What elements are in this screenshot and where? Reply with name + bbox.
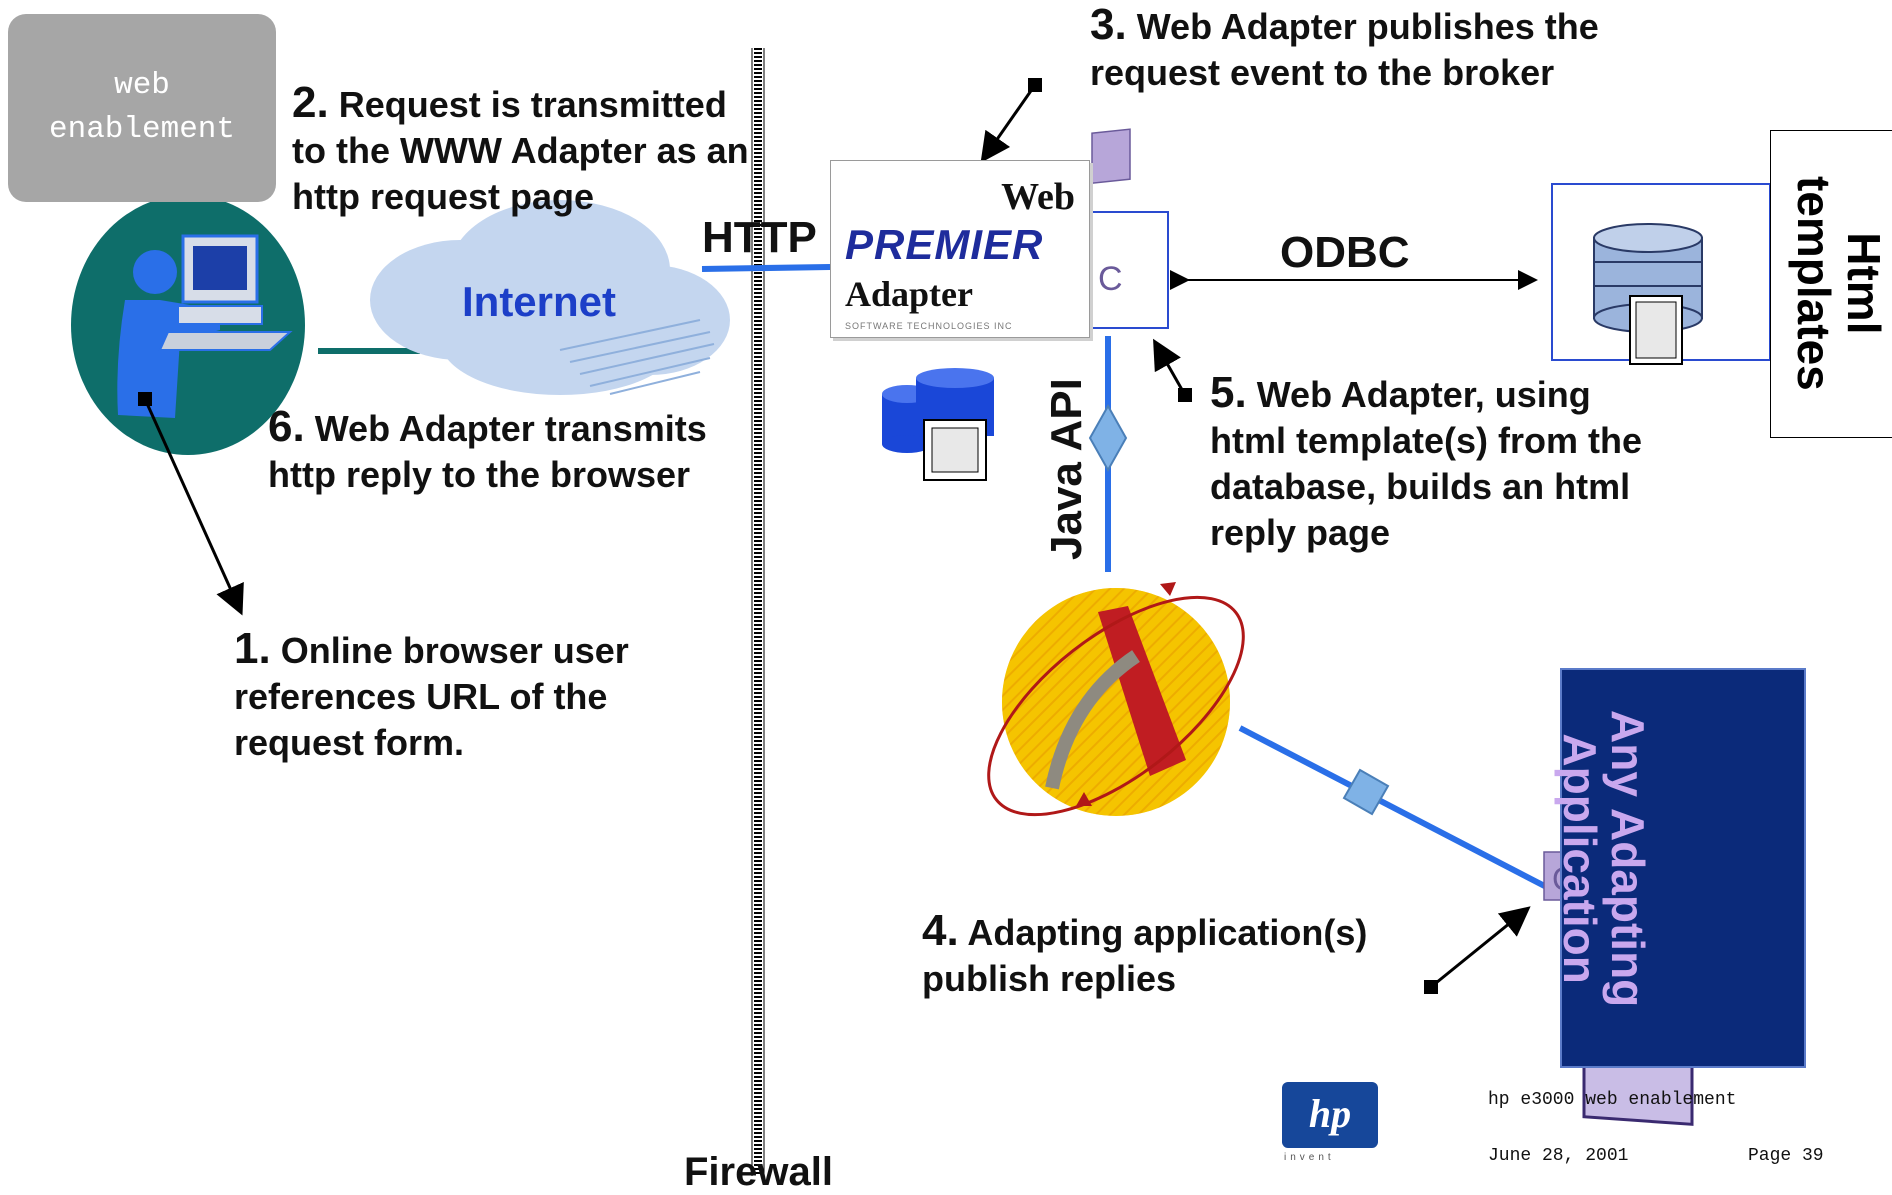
html-templates-line2: templates bbox=[1788, 176, 1840, 391]
step-5-line3: database, builds an html bbox=[1210, 466, 1631, 507]
step-6-line2: http reply to the browser bbox=[268, 454, 691, 495]
logo-subtitle-text: SOFTWARE TECHNOLOGIES INC bbox=[845, 321, 1013, 331]
java-api-label: Java API bbox=[1042, 378, 1091, 560]
internet-label: Internet bbox=[462, 278, 617, 325]
footer-product: hp e3000 web enablement bbox=[1488, 1090, 1737, 1110]
broker-to-app-line bbox=[1238, 725, 1562, 897]
step-2-line1: Request is transmitted bbox=[338, 84, 727, 125]
odbc-label: ODBC bbox=[1280, 228, 1410, 277]
step-3-line1: Web Adapter publishes the bbox=[1136, 6, 1599, 47]
any-adapting-line2: Application bbox=[1554, 733, 1606, 984]
any-adapting-application-label: Any Adapting Application bbox=[1554, 710, 1654, 1008]
step-3-text: 3. Web Adapter publishes the request eve… bbox=[1090, 2, 1599, 96]
html-templates-panel: Html templates bbox=[1770, 130, 1892, 438]
http-connection-line bbox=[701, 264, 831, 272]
step-6-line1: Web Adapter transmits bbox=[314, 408, 707, 449]
section-tag-line1: web bbox=[114, 68, 170, 103]
local-database-icon bbox=[882, 368, 994, 481]
step-1-line1: Online browser user bbox=[280, 630, 629, 671]
java-api-diamond bbox=[1088, 403, 1128, 473]
step-1-number: 1. bbox=[234, 624, 271, 673]
step-2-line3: http request page bbox=[292, 176, 595, 217]
adapter-connector-icon: C bbox=[1091, 128, 1131, 298]
step-5-text: 5. Web Adapter, using html template(s) f… bbox=[1210, 370, 1642, 556]
pointer-step1 bbox=[138, 392, 244, 616]
html-templates-line1: Html bbox=[1838, 232, 1890, 335]
step-1-line3: request form. bbox=[234, 722, 465, 763]
user-at-computer-icon bbox=[117, 234, 293, 418]
step-4-number: 4. bbox=[922, 906, 959, 955]
step-3-line2: request event to the broker bbox=[1090, 52, 1555, 93]
step-5-line4: reply page bbox=[1210, 512, 1391, 553]
logo-web-text: Web bbox=[1001, 176, 1075, 218]
pointer-step5 bbox=[1153, 338, 1192, 402]
http-label: HTTP bbox=[702, 213, 817, 262]
hp-invent-text: invent bbox=[1284, 1152, 1335, 1163]
step-6-text: 6. Web Adapter transmits http reply to t… bbox=[268, 404, 707, 498]
pointer-step4 bbox=[1424, 906, 1531, 994]
step-4-text: 4. Adapting application(s) publish repli… bbox=[922, 908, 1367, 1002]
step-5-line2: html template(s) from the bbox=[1210, 420, 1643, 461]
pointer-step3 bbox=[980, 78, 1042, 163]
database-icon bbox=[1593, 223, 1703, 365]
step-2-number: 2. bbox=[292, 78, 329, 127]
step-2-line2: to the WWW Adapter as an bbox=[292, 130, 749, 171]
web-premier-adapter-logo: Web PREMIER Adapter SOFTWARE TECHNOLOGIE… bbox=[830, 160, 1090, 338]
internet-cloud bbox=[370, 200, 730, 395]
footer-date: June 28, 2001 bbox=[1488, 1146, 1629, 1166]
broker-logo-icon bbox=[987, 582, 1245, 817]
step-6-number: 6. bbox=[268, 402, 305, 451]
html-templates-label: Html templates bbox=[1788, 176, 1890, 391]
svg-text:C: C bbox=[1098, 260, 1123, 298]
any-adapting-line1: Any Adapting bbox=[1602, 710, 1654, 1008]
step-3-number: 3. bbox=[1090, 0, 1127, 49]
adapter-port-box bbox=[1081, 211, 1169, 329]
footer-page: Page 39 bbox=[1748, 1146, 1824, 1166]
firewall-label: Firewall bbox=[684, 1150, 833, 1194]
step-1-text: 1. Online browser user references URL of… bbox=[234, 626, 629, 766]
section-tag: web enablement bbox=[8, 14, 276, 202]
step-4-line2: publish replies bbox=[922, 958, 1177, 999]
hp-logo: hp bbox=[1282, 1082, 1378, 1148]
step-1-line2: references URL of the bbox=[234, 676, 608, 717]
section-tag-line2: enablement bbox=[48, 112, 236, 147]
any-adapting-application-panel: Any Adapting Application bbox=[1554, 668, 1806, 1068]
broker-app-diamond bbox=[1342, 768, 1390, 816]
step-5-line1: Web Adapter, using bbox=[1256, 374, 1591, 415]
step-4-line1: Adapting application(s) bbox=[967, 912, 1368, 953]
step-2-text: 2. Request is transmitted to the WWW Ada… bbox=[292, 80, 749, 220]
logo-premier-text: PREMIER bbox=[845, 221, 1044, 268]
logo-adapter-text: Adapter bbox=[845, 274, 973, 314]
step-5-number: 5. bbox=[1210, 368, 1247, 417]
